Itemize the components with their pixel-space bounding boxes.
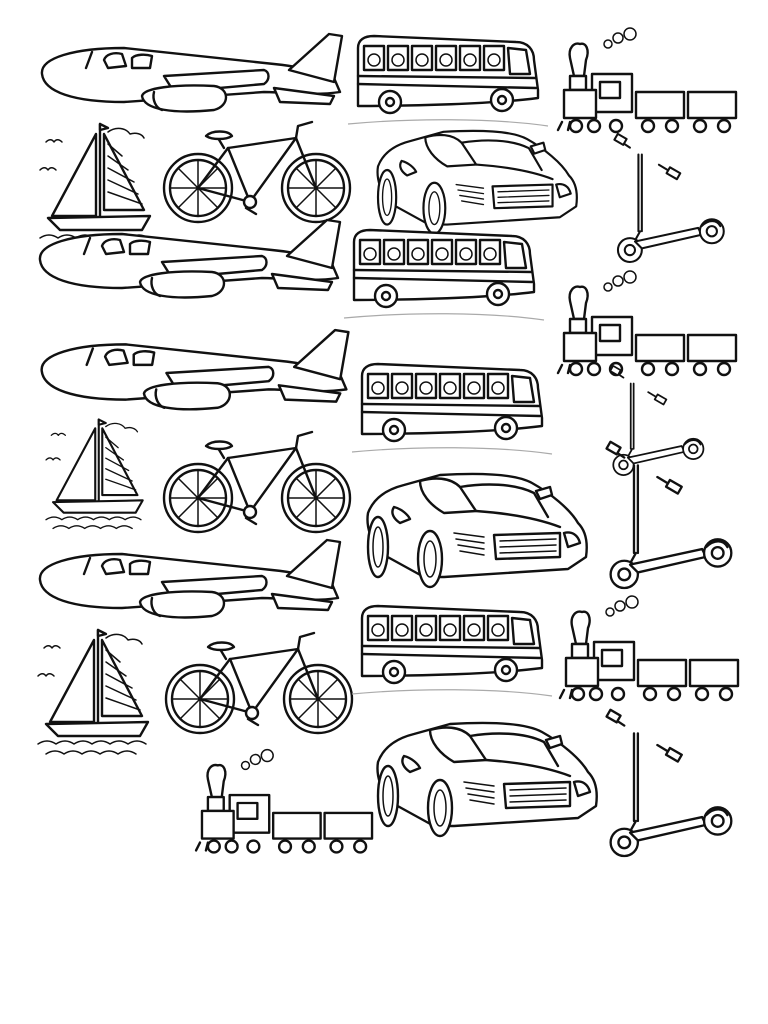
- school-bus-icon: [350, 604, 554, 700]
- bicycle-icon: [162, 428, 354, 536]
- sailboat-icon: [38, 120, 158, 250]
- bicycle-icon: [164, 628, 356, 738]
- airplane-icon: [34, 30, 344, 120]
- steam-train-icon: [558, 594, 742, 704]
- steam-train-icon: [194, 748, 376, 858]
- sailboat-icon: [36, 626, 156, 758]
- airplane-icon: [32, 326, 352, 418]
- kick-scooter-icon: [604, 132, 736, 264]
- sports-car-icon: [364, 472, 592, 589]
- sports-car-icon: [374, 720, 602, 838]
- school-bus-icon: [342, 228, 546, 324]
- airplane-icon: [32, 216, 342, 306]
- school-bus-icon: [346, 34, 550, 130]
- steam-train-icon: [556, 26, 740, 134]
- airplane-icon: [32, 536, 342, 626]
- steam-train-icon: [556, 269, 740, 380]
- kick-scooter-icon: [608, 364, 705, 476]
- kick-scooter-icon: [604, 440, 736, 590]
- kick-scooter-icon: [604, 708, 736, 858]
- sailboat-icon: [36, 416, 158, 532]
- sports-car-icon: [364, 129, 592, 235]
- school-bus-icon: [350, 362, 554, 458]
- bicycle-icon: [162, 120, 354, 224]
